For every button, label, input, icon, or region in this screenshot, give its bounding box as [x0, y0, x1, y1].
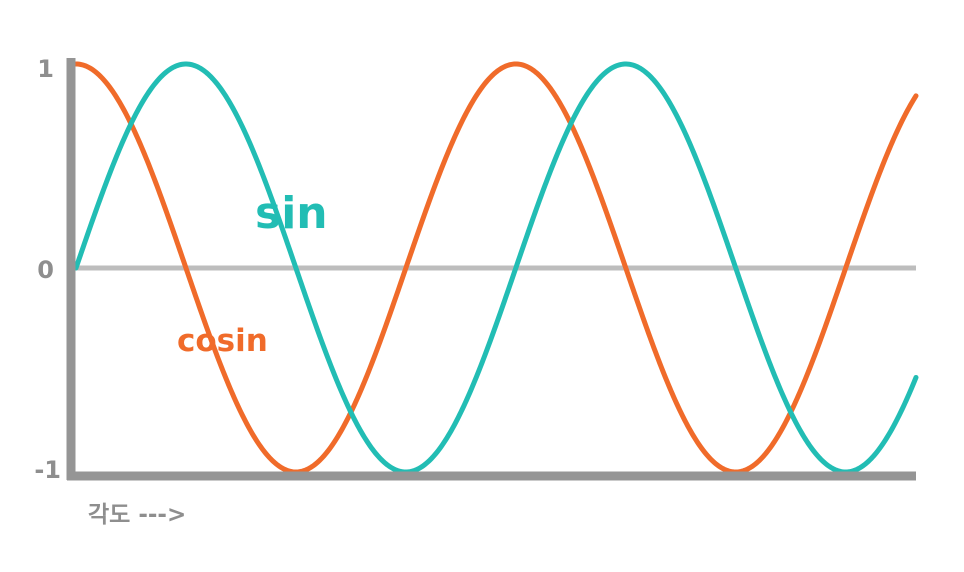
series-line-cosin	[73, 61, 919, 475]
x-axis-label: 각도 --->	[88, 502, 186, 528]
series-label-sin: sin	[255, 188, 328, 239]
y-tick-label-neg1: -1	[34, 456, 61, 484]
y-tick-label-1: 1	[37, 55, 54, 83]
series-label-cosin: cosin	[177, 323, 268, 359]
series-line-sin	[73, 61, 919, 475]
y-tick-label-0: 0	[37, 256, 54, 284]
